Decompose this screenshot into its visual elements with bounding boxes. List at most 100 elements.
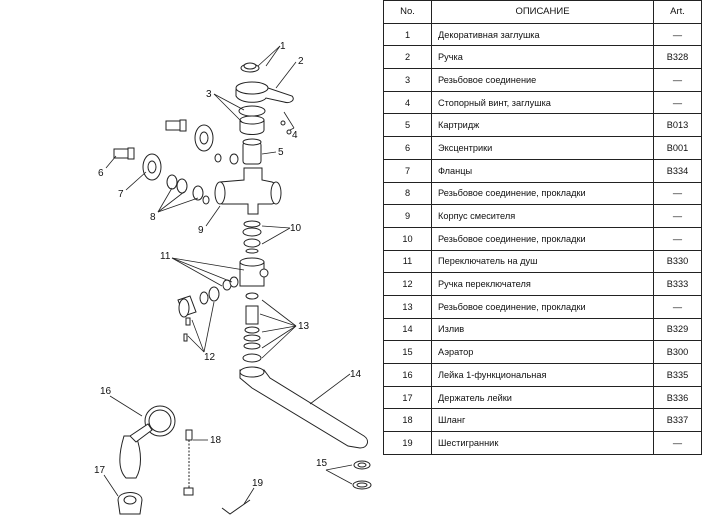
part-diverter-pin-b bbox=[183, 333, 188, 342]
part-diverter-side bbox=[259, 268, 269, 278]
part-spout bbox=[239, 369, 368, 449]
row-description: Стопорный винт, заглушка bbox=[431, 90, 654, 115]
row-num: 10 bbox=[383, 226, 432, 251]
part-faucet-body-right bbox=[270, 181, 282, 205]
row-art: — bbox=[653, 431, 702, 455]
part-gaskets-left bbox=[166, 153, 222, 205]
part-threaded-ring-a bbox=[238, 105, 266, 117]
row-num: 2 bbox=[383, 45, 432, 70]
row-description: Переключатель на душ bbox=[431, 249, 654, 274]
part-gaskets-lower-stack bbox=[242, 292, 262, 363]
row-art: B329 bbox=[653, 317, 702, 342]
callout-14: 14 bbox=[350, 369, 362, 380]
part-diverter-handle-end bbox=[178, 298, 190, 318]
part-spout-collar bbox=[239, 366, 265, 378]
row-art: — bbox=[653, 204, 702, 228]
row-num: 8 bbox=[383, 181, 432, 206]
callout-16: 16 bbox=[100, 386, 112, 397]
row-description: Фланцы bbox=[431, 158, 654, 183]
row-art: — bbox=[653, 90, 702, 115]
row-description: Лейка 1-функциональная bbox=[431, 363, 654, 387]
row-num: 13 bbox=[383, 294, 432, 319]
part-eccentric-lower bbox=[113, 147, 135, 160]
header-art: Art. bbox=[653, 0, 702, 24]
callout-15: 15 bbox=[316, 458, 328, 469]
leader-lines bbox=[103, 45, 353, 505]
callout-17: 17 bbox=[94, 465, 106, 476]
row-art: B336 bbox=[653, 385, 702, 410]
row-description: Резьбовое соединение, прокладки bbox=[431, 294, 654, 319]
callout-3: 3 bbox=[206, 89, 212, 100]
row-num: 6 bbox=[383, 136, 432, 160]
row-description: Шестигранник bbox=[431, 431, 654, 455]
part-flange-lower bbox=[142, 153, 162, 181]
row-description: Декоративная заглушка bbox=[431, 22, 654, 47]
callout-7: 7 bbox=[118, 189, 124, 200]
callout-6: 6 bbox=[98, 168, 104, 179]
callout-12: 12 bbox=[204, 352, 216, 363]
part-hex-key bbox=[221, 499, 251, 515]
part-eccentric-upper bbox=[165, 119, 187, 132]
row-art: — bbox=[653, 22, 702, 47]
part-faucet-body-left bbox=[214, 181, 226, 205]
part-diverter-top bbox=[239, 257, 265, 267]
row-art: — bbox=[653, 181, 702, 206]
row-num: 9 bbox=[383, 204, 432, 228]
table-header-row: No. ОПИСАНИЕ Art. bbox=[383, 0, 702, 24]
row-art: — bbox=[653, 226, 702, 251]
row-num: 14 bbox=[383, 317, 432, 342]
row-description: Эксцентрики bbox=[431, 136, 654, 160]
part-hand-shower bbox=[119, 405, 176, 479]
part-shower-holder bbox=[117, 492, 143, 515]
row-num: 18 bbox=[383, 408, 432, 433]
part-oring bbox=[229, 153, 239, 165]
callout-4: 4 bbox=[292, 130, 298, 141]
part-handle-top bbox=[235, 81, 269, 95]
row-art: — bbox=[653, 68, 702, 92]
part-decorative-cap-inner bbox=[243, 62, 257, 70]
row-description: Резьбовое соединение, прокладки bbox=[431, 226, 654, 251]
part-diverter-pin-a bbox=[185, 317, 191, 326]
row-description: Ручка bbox=[431, 45, 654, 70]
callout-13: 13 bbox=[298, 321, 310, 332]
part-gaskets-upper-stack bbox=[242, 220, 262, 254]
row-description: Аэратор bbox=[431, 340, 654, 364]
part-diverter-ring-b bbox=[208, 286, 220, 302]
row-description: Резьбовое соединение, прокладки bbox=[431, 181, 654, 206]
row-description: Держатель лейки bbox=[431, 385, 654, 410]
part-cartridge-top bbox=[242, 138, 262, 146]
row-num: 7 bbox=[383, 158, 432, 183]
row-art: B334 bbox=[653, 158, 702, 183]
callout-5: 5 bbox=[278, 147, 284, 158]
part-threaded-ring-b-top bbox=[239, 115, 265, 125]
callout-8: 8 bbox=[150, 212, 156, 223]
callout-10: 10 bbox=[290, 223, 302, 234]
row-art: B013 bbox=[653, 113, 702, 138]
part-hose bbox=[183, 429, 194, 496]
row-num: 15 bbox=[383, 340, 432, 364]
callout-19: 19 bbox=[252, 478, 264, 489]
row-description: Излив bbox=[431, 317, 654, 342]
part-plug bbox=[286, 129, 292, 135]
row-num: 19 bbox=[383, 431, 432, 455]
row-description: Корпус смесителя bbox=[431, 204, 654, 228]
row-description: Ручка переключателя bbox=[431, 272, 654, 296]
row-art: B333 bbox=[653, 272, 702, 296]
row-num: 5 bbox=[383, 113, 432, 138]
